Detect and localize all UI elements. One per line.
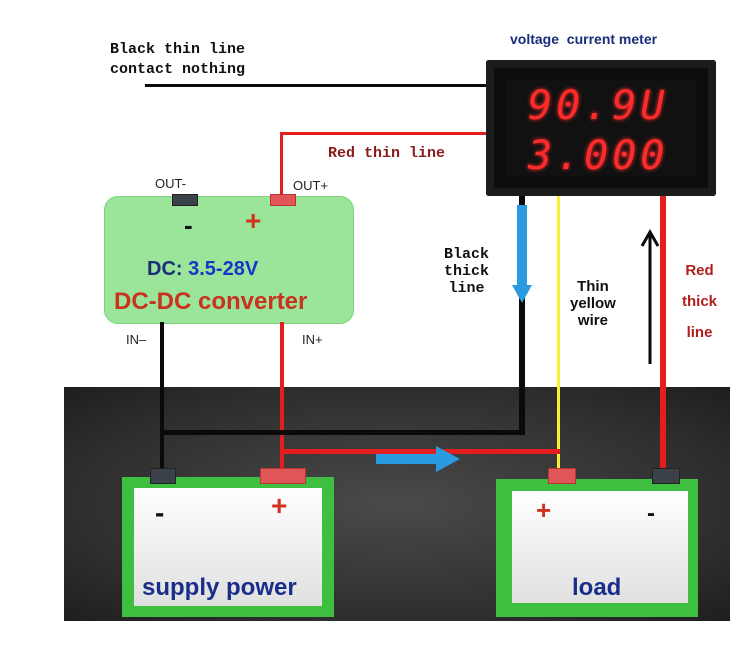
supply-plus-terminal (260, 468, 306, 484)
in-minus-wire (160, 322, 164, 472)
out-plus-label: OUT+ (293, 178, 329, 193)
out-minus-label: OUT- (155, 176, 187, 191)
load-minus-symbol: - (647, 500, 655, 527)
black-ground-wire (160, 430, 525, 435)
in-plus-wire (280, 322, 284, 472)
note-line: Thin (577, 278, 609, 295)
dc-dc-converter (104, 196, 354, 324)
supply-power-label: supply power (142, 574, 297, 601)
note-line: line (686, 324, 713, 341)
converter-range-value: 3.5-28V (188, 258, 259, 280)
supply-power-face (134, 488, 322, 606)
in-minus-label: IN– (126, 332, 147, 347)
meter-voltage-display: 90.9U (528, 83, 669, 129)
converter-name: DC-DC converter (114, 288, 308, 315)
thin-yellow-wire (557, 196, 560, 472)
black-thick-line-note: Black thick line (444, 246, 489, 297)
converter-out-minus-terminal (172, 194, 198, 206)
note-line: Black (444, 246, 490, 263)
converter-plus-symbol: + (245, 205, 262, 236)
supply-minus-symbol: - (155, 497, 165, 528)
load-plus-terminal (548, 468, 576, 484)
meter-current-display: 3.000 (528, 133, 669, 179)
supply-plus-symbol: + (271, 490, 288, 521)
note-line: line (448, 280, 485, 297)
red-supply-wire (280, 449, 560, 454)
red-thin-wire-horizontal (280, 132, 488, 135)
load-minus-terminal (652, 468, 680, 484)
converter-out-plus-terminal (270, 194, 296, 206)
in-plus-label: IN+ (302, 332, 323, 347)
note-line: contact nothing (110, 61, 246, 78)
supply-minus-terminal (150, 468, 176, 484)
load-face (512, 491, 688, 603)
converter-range: DC: 3.5-28V (147, 258, 258, 281)
meter-title: voltage current meter (510, 31, 658, 47)
note-line: yellow (570, 295, 616, 312)
black-thick-wire-vertical (519, 196, 525, 434)
note-line: thick (444, 263, 490, 280)
black-thin-wire (145, 84, 487, 87)
red-thin-wire-vertical (280, 132, 283, 196)
converter-range-prefix: DC: (147, 258, 183, 280)
load-plus-symbol: + (536, 495, 552, 525)
voltage-current-meter (486, 60, 716, 196)
flow-down-arrow-icon (512, 205, 532, 303)
thin-yellow-wire-note: Thin yellow wire (570, 278, 616, 329)
red-thick-line-note: Red thick line (682, 255, 717, 348)
flow-right-arrow-icon (376, 446, 460, 472)
note-line: wire (577, 312, 608, 329)
red-thick-wire (660, 196, 666, 472)
note-line: thick (682, 293, 718, 310)
note-line: Black thin line (110, 41, 246, 58)
converter-minus-symbol: - (184, 210, 193, 240)
red-thin-line-note: Red thin line (328, 145, 446, 162)
note-line: Red (685, 262, 714, 279)
load-label: load (572, 574, 622, 601)
black-thin-line-note: Black thin line contact nothing (110, 40, 245, 80)
flow-up-arrow-icon (640, 228, 660, 364)
